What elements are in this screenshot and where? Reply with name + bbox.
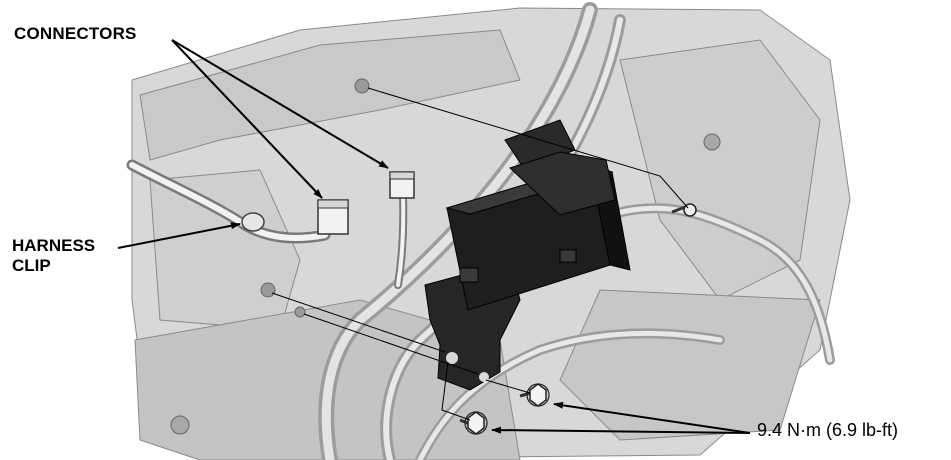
install-line — [441, 361, 471, 421]
module-tab — [559, 249, 577, 263]
flange-bolt-upper — [519, 383, 550, 407]
bracket-hole — [479, 372, 489, 382]
install-line — [303, 313, 479, 375]
pipe-right-highlight — [607, 205, 833, 363]
install-line — [271, 292, 446, 353]
bolt-head — [467, 411, 485, 435]
harness-clip — [241, 212, 265, 232]
module-flange — [509, 151, 616, 216]
torque-spec-label: 9.4 N·m (6.9 lb-ft) — [757, 420, 899, 440]
leader-torque-lower — [491, 426, 751, 434]
installation-lines — [271, 87, 689, 421]
panel-hole — [703, 133, 721, 151]
panel-hole — [260, 282, 276, 298]
install-line — [367, 87, 689, 209]
panel-hole — [294, 306, 306, 318]
pipe-lower-highlight — [417, 330, 723, 460]
right-lower-panel — [559, 289, 821, 441]
connectors-label: CONNECTORS — [14, 24, 137, 43]
install-line — [485, 379, 531, 394]
bolt-flange — [464, 411, 488, 435]
module-tab — [459, 267, 479, 283]
bolt-flange — [526, 383, 550, 407]
bolt-head — [529, 383, 547, 407]
fasteners — [459, 203, 697, 435]
panel-hole — [170, 415, 190, 435]
harness-clip-label: HARNESS CLIP — [12, 236, 95, 276]
harness-clip-label-line2: CLIP — [12, 256, 51, 275]
leader-torque-upper — [553, 401, 751, 434]
upper-panel-ridge — [139, 29, 521, 161]
leader-lines — [117, 39, 751, 434]
connectors — [317, 171, 415, 235]
harness-wire — [126, 159, 408, 289]
leader-harness-clip — [117, 222, 241, 249]
control-module — [445, 151, 631, 311]
harness-clip-label-line1: HARNESS — [12, 236, 96, 255]
connector-left-top — [317, 199, 349, 209]
bracket-hole — [446, 352, 458, 364]
right-panel — [619, 39, 821, 301]
flange-bolt-lower — [459, 411, 488, 435]
leader-connector-left — [171, 39, 323, 199]
panel-hole — [354, 78, 370, 94]
connector-wire-right-highlight — [396, 193, 406, 287]
connector-right-top — [389, 171, 415, 180]
leader-connector-right — [171, 39, 389, 169]
